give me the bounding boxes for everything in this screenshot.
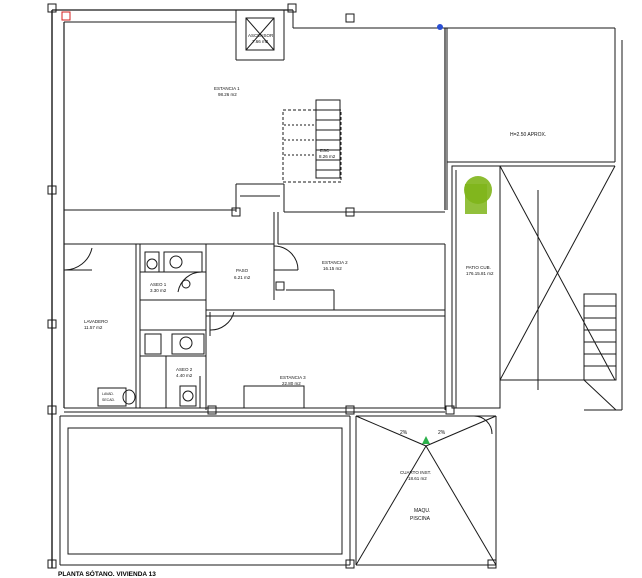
- estancia2-label: ESTANCIA 2: [322, 260, 348, 265]
- patio-label: PATIO CUB.: [466, 265, 491, 270]
- cuarto-area: 18.61 m2: [408, 476, 427, 481]
- estancia1-area: 98.26 m2: [218, 92, 237, 97]
- slope-right: 2%: [438, 430, 446, 436]
- aseo1-area: 3.30 m2: [150, 288, 167, 293]
- ascensor-area: 7.66 m2: [252, 39, 269, 44]
- height-note: H=2.50 APROX.: [510, 132, 546, 138]
- estancia1-label: ESTANCIA 1: [214, 86, 240, 91]
- color-accents: [61, 11, 492, 444]
- maqu-label-2: PISCINA: [410, 516, 431, 522]
- drain-marker-icon: [422, 436, 430, 444]
- slope-left: 2%: [400, 430, 408, 436]
- aseo2-area: 4.40 m2: [176, 373, 193, 378]
- cuarto-label: CUARTO INST.: [400, 470, 431, 475]
- paso-area: 6.21 m2: [234, 275, 251, 280]
- maqu-label-1: MAQU.: [414, 508, 430, 514]
- estancia3-label: ESTANCIA 3: [280, 375, 306, 380]
- lavadora-label-2: SECAD.: [102, 398, 115, 402]
- ascensor-label: ASCENSOR: [248, 33, 274, 38]
- estancia3-area: 22.80 m2: [282, 381, 301, 386]
- aseo1-label: ASEO 1: [150, 282, 167, 287]
- esc-area: 8.26 m2: [319, 154, 336, 159]
- esc-label: ESC: [320, 148, 330, 153]
- drawing-title: PLANTA SÓTANO. VIVIENDA 13: [58, 569, 156, 578]
- estancia2-area: 16.15 m2: [323, 266, 342, 271]
- lavadora-label-1: LAVAD.: [102, 392, 114, 396]
- room-labels: ASCENSOR 7.66 m2 ESTANCIA 1 98.26 m2 ESC…: [58, 33, 546, 578]
- lavadero-area: 11.57 m2: [84, 325, 103, 330]
- aseo2-label: ASEO 2: [176, 367, 193, 372]
- plan-lines: [47, 3, 623, 569]
- lavadero-label: LAVADERO: [84, 319, 108, 324]
- patio-area: 176.15.81 m2: [466, 271, 494, 276]
- paso-label: PASO: [236, 268, 249, 273]
